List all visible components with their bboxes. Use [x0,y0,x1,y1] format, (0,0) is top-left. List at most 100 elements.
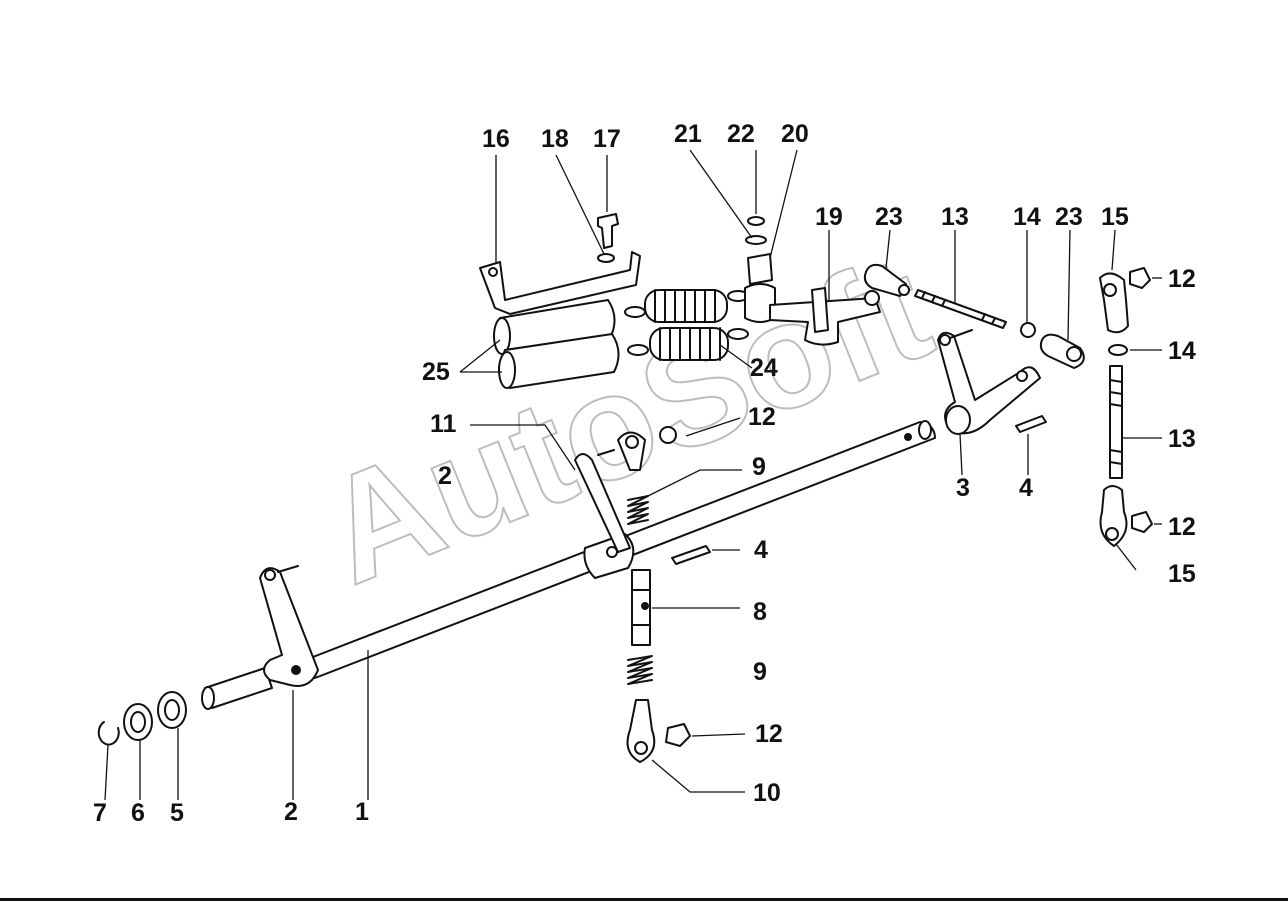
rod-end-15-upper-eye [1103,283,1117,297]
spring-hook-1 [624,306,646,318]
rod-end-15-upper [1099,272,1129,334]
roller-25-lower-end [498,351,516,389]
nut-12-right-lower [1131,511,1153,533]
label-23-left: 23 [875,203,903,231]
lever-3-hub [945,405,971,435]
leader-12-upper [685,417,741,437]
rod-13-vertical [1109,365,1123,479]
leader-21 [689,149,753,239]
lever-left [259,567,319,687]
label-15-right: 15 [1168,560,1196,588]
washer-21 [745,235,767,245]
label-21: 21 [674,120,702,148]
washer-18 [597,253,615,263]
leader-25 [459,339,502,373]
label-14-right: 14 [1168,337,1196,365]
label-12-right-upper: 12 [1168,265,1196,293]
ball-joint-11-eye [625,435,639,449]
spring-24-lower-coils [659,327,721,361]
label-12-right-lower: 12 [1168,513,1196,541]
spring-hook-3 [627,344,649,356]
label-13-right: 13 [1168,425,1196,453]
label-8: 8 [753,598,767,626]
spring-9-lower [627,655,653,685]
label-3: 3 [956,474,970,502]
leader-7 [104,744,109,801]
label-18: 18 [541,125,569,153]
label-7: 7 [93,799,107,827]
leader-24 [719,344,753,369]
lever-left-pivot [264,569,276,581]
sleeve-20 [747,253,773,285]
nut-12-right-upper [1129,267,1151,289]
label-14-top: 14 [1013,203,1041,231]
label-1: 1 [355,798,369,826]
shaft-hole [904,433,912,441]
rod-13-top-thread [921,291,996,325]
label-15-top: 15 [1101,203,1129,231]
label-16: 16 [482,125,510,153]
nut-12-upper [659,426,677,444]
roller-25-upper-end [493,317,511,355]
bracket-19-ball [864,290,880,306]
rod-end-10-eye [634,741,648,755]
label-4-right: 4 [1019,474,1033,502]
leader-lines [104,149,1162,801]
part-labels: 1 2 2 3 4 4 5 6 7 8 9 9 10 11 12 12 12 1… [93,120,1196,827]
rod-13-vertical-thread [1109,379,1123,465]
lever-center-stud [597,449,615,456]
label-25: 25 [422,358,450,386]
bracket-16 [479,251,641,315]
leader-23-right [1067,229,1071,341]
label-12-lower: 12 [755,720,783,748]
rod-end-15-lower-eye [1105,527,1119,541]
lever-left-stud [277,565,299,573]
pin-4-center [671,545,711,565]
label-2-lower: 2 [284,798,298,826]
leader-18 [555,154,605,255]
leader-10 [651,759,745,793]
label-13-top: 13 [941,203,969,231]
lever-3-stud [949,329,973,339]
stub-end [201,686,215,710]
leader-23-left [885,229,891,269]
rod-8-mark [641,602,649,610]
pin-4-right [1015,415,1047,433]
spring-hook-4 [727,328,749,340]
leader-15-lower [1115,543,1137,571]
washer-6-hole [130,711,146,733]
leader-20 [769,149,798,259]
lever-3-pivot [939,334,951,346]
label-22: 22 [727,120,755,148]
label-11: 11 [430,410,457,438]
nut-12-lower [665,723,691,747]
spring-24-upper-coils [654,289,716,323]
bottom-rule [0,898,1288,901]
lever-3-hole [1016,370,1028,382]
leader-12-lower [691,733,746,737]
label-9-lower: 9 [753,658,767,686]
bolt-17 [597,213,619,249]
label-4-center: 4 [754,536,768,564]
leader-9-upper [639,469,742,501]
spring-9-upper [627,495,649,525]
lever-center [574,453,631,553]
nut-14-upper [1020,322,1036,338]
bracket-16-hole [488,267,498,277]
rod-8 [631,569,651,646]
nut-14-right [1108,344,1128,356]
label-20: 20 [781,120,809,148]
label-5: 5 [170,799,184,827]
lever-left-hole [291,665,301,675]
joint-23-left-nut [898,284,910,296]
bracket-19-post [811,287,829,333]
shaft-stub [204,667,273,709]
circlip-7 [97,721,120,746]
label-9-upper: 9 [752,453,766,481]
label-23-right: 23 [1055,203,1083,231]
joint-23-right-eye [1066,346,1082,362]
label-17: 17 [593,125,621,153]
clip-22 [747,216,765,226]
